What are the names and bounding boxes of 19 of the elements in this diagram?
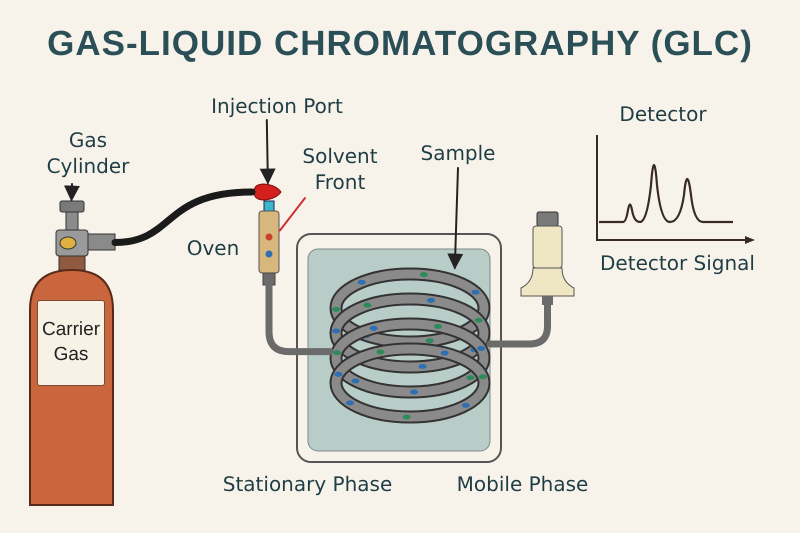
tube-connector bbox=[112, 188, 256, 246]
oven-column-drawing bbox=[258, 201, 280, 285]
part-label: Mobile Phase bbox=[456, 472, 590, 496]
cylinder-label: Carrier Gas bbox=[37, 300, 105, 386]
title: GAS-LIQUID CHROMATOGRAPHY (GLC) bbox=[47, 24, 753, 64]
leader-line bbox=[279, 197, 306, 232]
injection-port-drawing bbox=[252, 183, 282, 201]
part-label: Detector Signal bbox=[599, 251, 756, 275]
arrow bbox=[64, 183, 80, 202]
part-label: Oven bbox=[186, 236, 240, 260]
arrow bbox=[447, 167, 464, 270]
callout-label: Solvent Front bbox=[290, 140, 390, 198]
callout-label: Gas Cylinder bbox=[38, 122, 138, 184]
arrow bbox=[260, 119, 276, 185]
part-label: Stationary Phase bbox=[222, 472, 394, 496]
callout-label: Sample bbox=[408, 138, 508, 168]
callout-label: Injection Port bbox=[192, 92, 362, 120]
part-label: Detector bbox=[618, 102, 708, 126]
detector-fitting-drawing bbox=[520, 212, 575, 305]
